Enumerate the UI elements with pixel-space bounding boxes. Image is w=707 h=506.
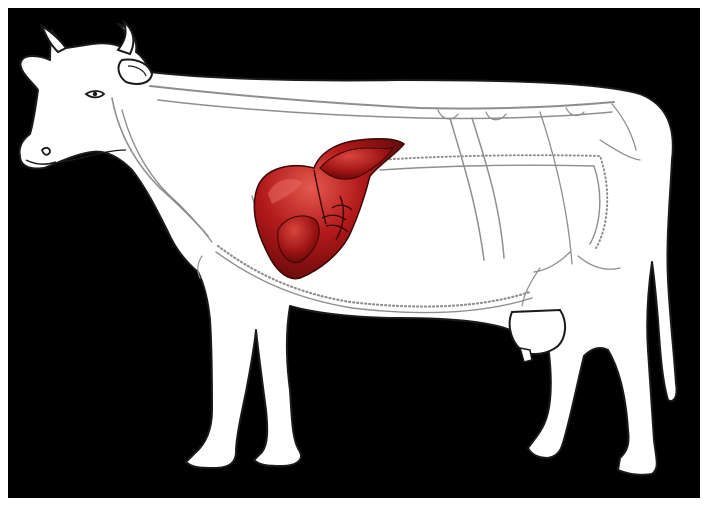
left-horn xyxy=(42,26,66,52)
udder-teat xyxy=(520,348,532,362)
cow-body-outline xyxy=(19,24,676,475)
udder xyxy=(510,310,565,354)
eye-pupil xyxy=(93,92,97,96)
